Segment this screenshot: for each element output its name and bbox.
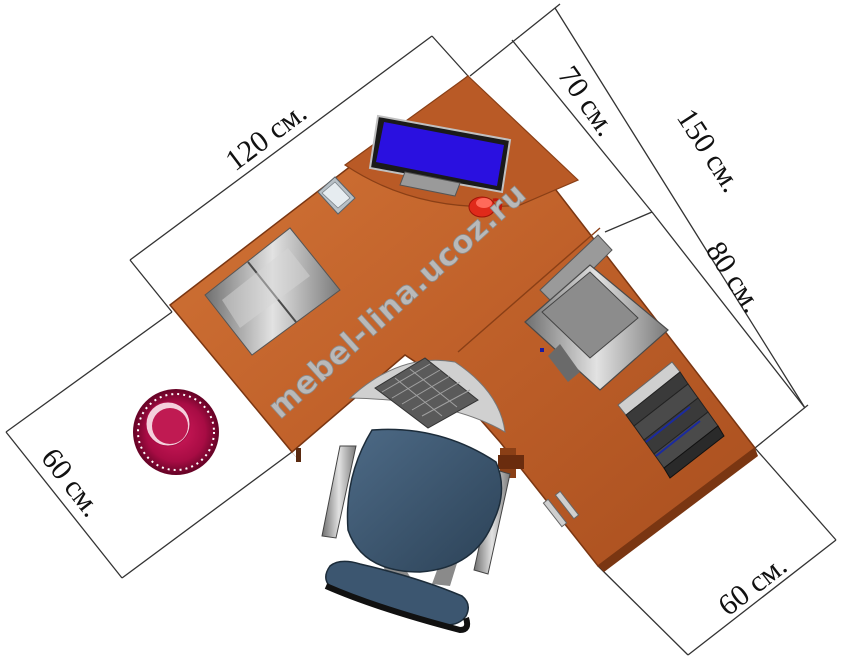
dim-label-60-bottom: 60 см. [712, 549, 793, 623]
printer [524, 234, 669, 391]
dim-label-120: 120 см. [219, 96, 313, 178]
cup-icon [468, 196, 503, 218]
desk-top [168, 74, 757, 568]
drawer-handles [542, 490, 580, 528]
monitor [368, 114, 512, 197]
monitor-screen [376, 122, 504, 186]
dimension-lines [5, 3, 837, 656]
chair-seat [346, 428, 503, 573]
l-shaped-desk [168, 74, 758, 572]
dim-label-80: 80 см. [699, 236, 769, 319]
binders [617, 361, 725, 479]
waste-bin-icon [133, 389, 219, 475]
open-folder [204, 227, 341, 356]
dim-label-150: 150 см. [670, 103, 748, 198]
keyboard [348, 357, 506, 433]
pen-holder [317, 176, 356, 215]
office-chair [321, 428, 511, 634]
